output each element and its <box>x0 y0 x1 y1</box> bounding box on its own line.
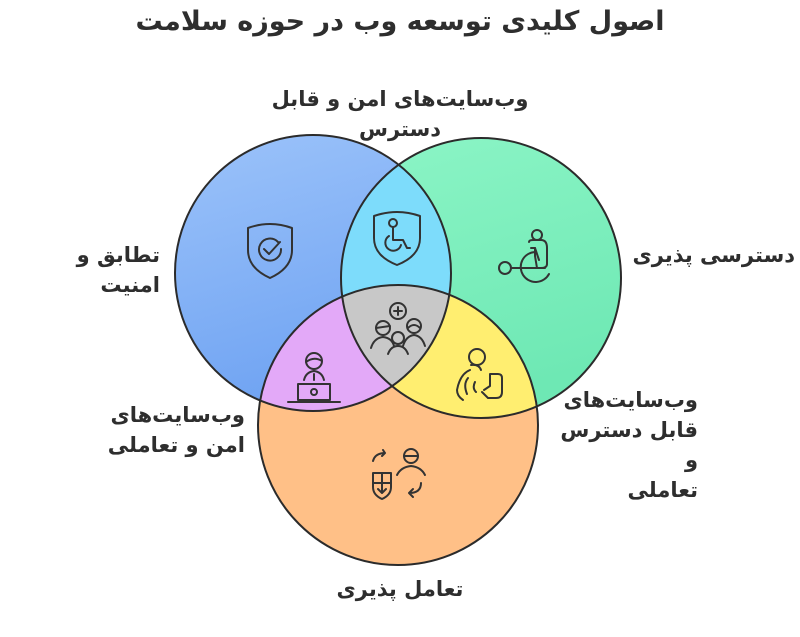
label-security: تطابق و امنیت <box>76 243 160 297</box>
label-line: وب‌سایت‌های امن و قابل <box>271 87 529 111</box>
wheelchair-user-icon <box>498 229 550 283</box>
shield-wheelchair-icon <box>373 211 421 266</box>
overlap-accessibility-interoperability <box>341 285 538 418</box>
shield-check-icon <box>247 223 293 279</box>
label-interoperability: تعامل پذیری <box>336 577 464 601</box>
data-exchange-user-icon <box>372 448 426 500</box>
label-accessibility-interoperability: وب‌سایت‌های قابل دسترس و تعاملی <box>548 385 698 505</box>
label-line: دسترس <box>358 117 442 141</box>
overlap-security-interoperability <box>258 285 451 411</box>
hand-touch-device-icon <box>456 348 503 401</box>
diagram-title: اصول کلیدی توسعه وب در حوزه سلامت <box>135 6 665 37</box>
label-security-accessibility: وب‌سایت‌های امن و قابل دسترس <box>250 84 550 144</box>
user-laptop-icon <box>287 352 341 403</box>
label-line: تعاملی <box>627 478 698 502</box>
medical-group-icon <box>370 302 426 355</box>
label-line: قابل دسترس و <box>560 418 698 472</box>
label-line: وب‌سایت‌های <box>563 388 698 412</box>
label-accessibility: دسترسی پذیری <box>632 243 795 267</box>
label-line: وب‌سایت‌های <box>110 403 245 427</box>
label-line: امن و تعاملی <box>107 433 245 457</box>
label-security-interoperability: وب‌سایت‌های امن و تعاملی <box>90 400 245 460</box>
